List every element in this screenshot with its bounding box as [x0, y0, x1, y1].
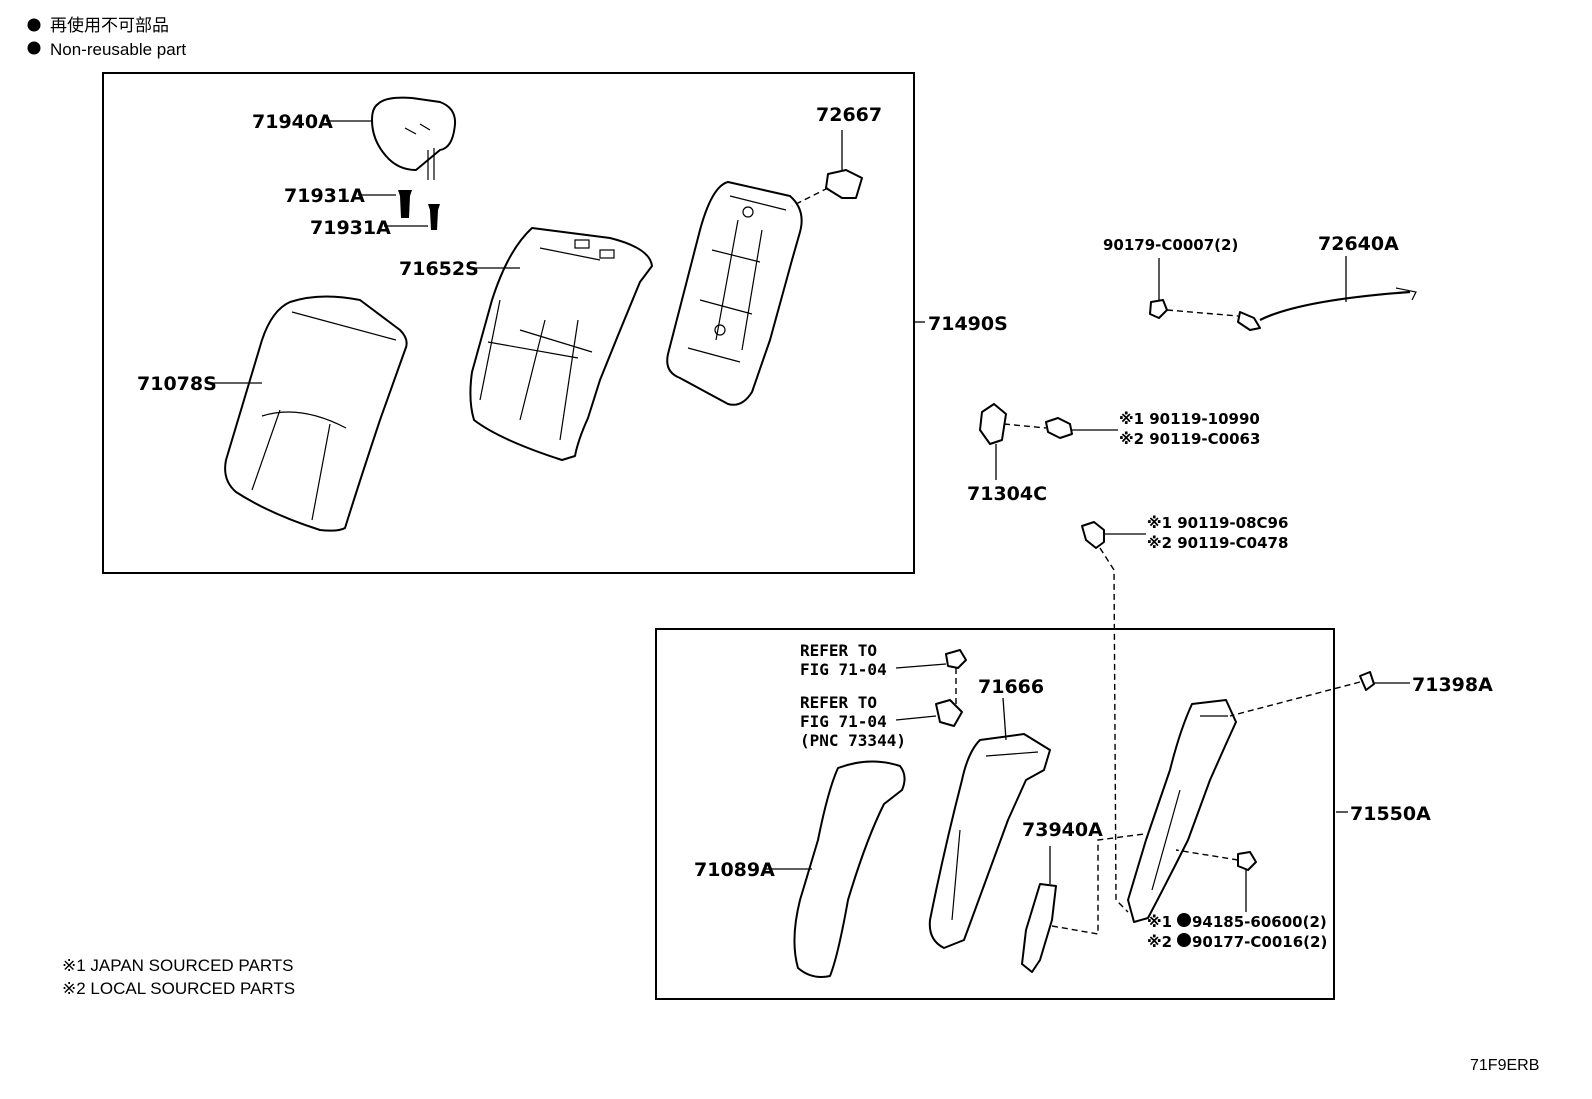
part-90119-10990[interactable]: ※1 90119-10990 — [1119, 410, 1260, 428]
side-pad-71089A[interactable] — [793, 760, 906, 978]
side-trim-71666[interactable] — [928, 733, 1051, 949]
part-71940A[interactable]: 71940A — [252, 111, 333, 133]
release-cable[interactable] — [1237, 287, 1417, 331]
dash-72667 — [791, 187, 829, 207]
part-71078S[interactable]: 71078S — [137, 373, 217, 395]
part-71550A[interactable]: 71550A — [1350, 803, 1431, 825]
nut-94185[interactable] — [1237, 851, 1257, 871]
bolt-90119-10990[interactable] — [1045, 417, 1073, 439]
non-reusable-icon — [1177, 933, 1191, 947]
lower-frame — [655, 628, 1335, 1000]
hinge-71304C[interactable] — [979, 403, 1007, 445]
clip-71398A[interactable] — [1359, 671, 1375, 691]
part-90177[interactable]: 90177-C0016(2) — [1192, 933, 1327, 951]
part-71304C[interactable]: 71304C — [967, 483, 1047, 505]
part-71666[interactable]: 71666 — [978, 676, 1044, 698]
refer-2-line3[interactable]: (PNC 73344) — [800, 731, 906, 750]
seatback-frame — [102, 72, 915, 574]
clip-refer-2[interactable] — [935, 699, 963, 727]
seatback-cover[interactable] — [469, 227, 653, 461]
diagram-code: 71F9ERB — [1470, 1057, 1539, 1074]
legend-en: Non-reusable part — [50, 40, 186, 59]
guide-bolt-1[interactable] — [398, 190, 412, 218]
refer-1-line1[interactable]: REFER TO — [800, 641, 877, 660]
part-71931A-1[interactable]: 71931A — [284, 185, 365, 207]
legend-jp: 再使用不可部品 — [50, 15, 169, 35]
legend-bullet-icon — [27, 41, 41, 55]
non-reusable-icon — [1177, 913, 1191, 927]
part-71931A-2[interactable]: 71931A — [310, 217, 391, 239]
part-90119-08C96[interactable]: ※1 90119-08C96 — [1147, 514, 1288, 532]
lock-knob-73940A[interactable] — [1021, 883, 1057, 973]
part-90119-C0478[interactable]: ※2 90119-C0478 — [1147, 534, 1288, 552]
part-90179[interactable]: 90179-C0007(2) — [1103, 236, 1238, 254]
dash-71398A — [1229, 681, 1361, 717]
bolt-90119-08C96[interactable] — [1081, 521, 1105, 549]
part-90177-prefix[interactable]: ※2 — [1147, 933, 1172, 951]
part-71398A[interactable]: 71398A — [1412, 674, 1493, 696]
dash-71304C — [1003, 423, 1047, 429]
refer-2-line1[interactable]: REFER TO — [800, 693, 877, 712]
legend-bullet-icon — [27, 18, 41, 32]
nut-90179[interactable] — [1149, 299, 1168, 319]
headrest[interactable] — [371, 96, 457, 180]
part-94185[interactable]: 94185-60600(2) — [1192, 913, 1327, 931]
part-71089A[interactable]: 71089A — [694, 859, 775, 881]
part-72640A[interactable]: 72640A — [1318, 233, 1399, 255]
refer-2-line2[interactable]: FIG 71-04 — [800, 712, 887, 731]
dash-90179 — [1166, 309, 1239, 317]
part-71490S[interactable]: 71490S — [928, 313, 1008, 335]
leader-71666 — [1002, 697, 1007, 741]
legend: 再使用不可部品 Non-reusable part — [27, 15, 186, 59]
leader-refer-1 — [895, 663, 947, 669]
guide-bolt-2[interactable] — [428, 204, 440, 230]
refer-1-line2[interactable]: FIG 71-04 — [800, 660, 887, 679]
part-71652S[interactable]: 71652S — [399, 258, 479, 280]
dash-90119-08C96 — [1099, 547, 1129, 913]
hinge-assy-71550A[interactable] — [1127, 699, 1237, 923]
note-japan: ※1 JAPAN SOURCED PARTS — [62, 956, 294, 975]
screw-refer-1[interactable] — [945, 649, 967, 669]
release-bracket[interactable] — [825, 169, 863, 199]
note-local: ※2 LOCAL SOURCED PARTS — [62, 979, 295, 998]
dash-94185 — [1175, 849, 1239, 861]
part-72667[interactable]: 72667 — [816, 104, 882, 126]
part-94185-prefix[interactable]: ※1 — [1147, 913, 1172, 931]
leader-refer-2 — [895, 715, 937, 721]
dash-73940A — [1051, 833, 1145, 935]
seatback-pad[interactable] — [224, 295, 408, 532]
part-73940A[interactable]: 73940A — [1022, 819, 1103, 841]
seatback-metal-frame[interactable] — [666, 181, 803, 406]
part-90119-C0063[interactable]: ※2 90119-C0063 — [1119, 430, 1260, 448]
